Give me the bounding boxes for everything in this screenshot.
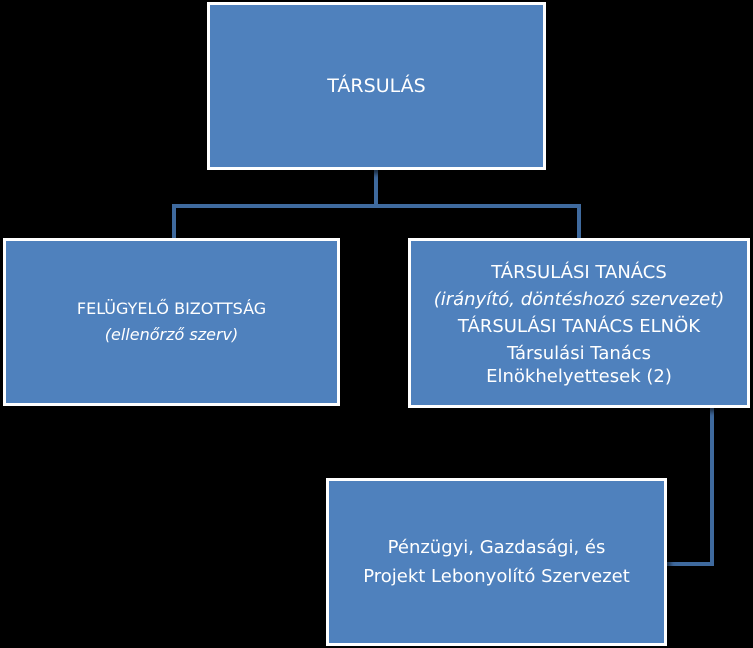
node-penzugyi-szervezet: Pénzügyi, Gazdasági, és Projekt Lebonyol… bbox=[326, 478, 667, 646]
node-tarsulasi-tanacs: TÁRSULÁSI TANÁCS (irányító, döntéshozó s… bbox=[408, 238, 750, 408]
node-right-label: TÁRSULÁSI TANÁCS bbox=[491, 261, 667, 283]
node-right-sublabel: (irányító, döntéshozó szervezet) bbox=[433, 288, 725, 310]
node-left-sublabel: (ellenőrző szerv) bbox=[104, 325, 239, 344]
node-bottom-line1: Pénzügyi, Gazdasági, és bbox=[387, 537, 606, 558]
node-felugyelo-bizottsag: FELÜGYELŐ BIZOTTSÁG (ellenőrző szerv) bbox=[3, 238, 340, 406]
edge-top-to-right bbox=[376, 204, 581, 238]
node-bottom-line2: Projekt Lebonyolító Szervezet bbox=[363, 566, 630, 587]
node-left-label: FELÜGYELŐ BIZOTTSÁG bbox=[76, 299, 267, 318]
edge-top-to-left bbox=[172, 170, 378, 238]
node-right-chair: TÁRSULÁSI TANÁCS ELNÖK bbox=[457, 315, 701, 337]
node-right-deputies-1: Társulási Tanács bbox=[506, 342, 652, 364]
node-right-deputies-2: Elnökhelyettesek (2) bbox=[486, 365, 672, 387]
edge-right-to-bottom bbox=[667, 408, 714, 566]
node-tarsulas: TÁRSULÁS bbox=[207, 2, 546, 170]
node-top-label: TÁRSULÁS bbox=[327, 75, 426, 97]
